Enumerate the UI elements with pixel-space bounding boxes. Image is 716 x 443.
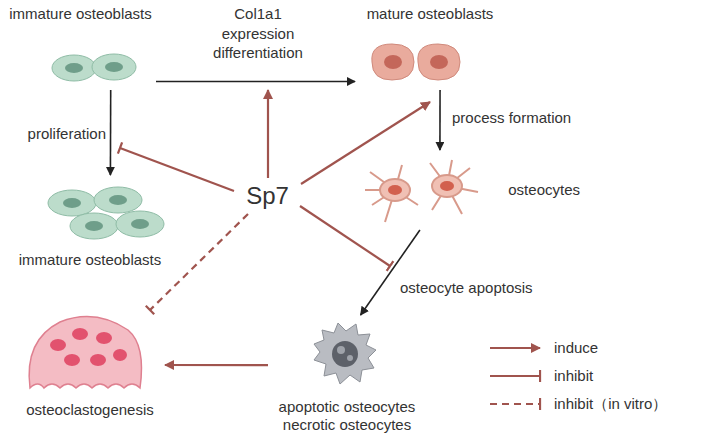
regulator-label: Sp7: [235, 178, 300, 214]
legend-line: [490, 347, 540, 349]
cell-label: osteoclastogenesis: [26, 401, 154, 420]
factor-name: Sp7: [246, 181, 289, 211]
induce-line: [267, 90, 269, 178]
apoptotic-osteocyte-cell: [332, 341, 358, 367]
edge-label: Col1a1 expression differentiation: [200, 4, 316, 63]
immature-osteoblast-cells: [52, 54, 136, 81]
legend-sample: [488, 394, 546, 414]
arrow-connector: [156, 81, 355, 83]
osteocyte-cells: [380, 179, 410, 201]
legend-text: inhibit: [554, 367, 593, 386]
proliferated-osteoblast-cells: [131, 219, 149, 229]
proliferated-osteoblast-cells: [116, 211, 164, 237]
cell-group: immature osteoblasts: [5, 5, 156, 90]
proliferated-osteoblast-cells: [109, 195, 127, 205]
cell-label: immature osteoblasts: [9, 5, 152, 24]
cell-group: apoptotic osteocytes necrotic osteocytes: [268, 315, 426, 435]
osteoclast-cell: [64, 354, 80, 366]
osteoclast-cell: [90, 354, 106, 366]
proliferated-osteoblast-cells: [48, 187, 164, 239]
mature-osteoblast-cells: [372, 44, 460, 80]
osteocyte-cells: [430, 160, 478, 214]
immature-osteoblast-cells: [52, 55, 96, 81]
proliferated-osteoblast-cells: [48, 190, 96, 216]
apoptotic-osteocyte-cell: [347, 355, 353, 361]
edge-label: osteocyte apoptosis: [398, 278, 562, 298]
mature-osteoblast-cells: [418, 44, 460, 80]
osteoclast-cell: [72, 328, 88, 340]
osteoclast-cell: [50, 339, 66, 351]
legend-row: inhibit（in vitro）: [488, 394, 667, 414]
osteoclast-cell: [113, 349, 127, 361]
immature-osteoblast-cells: [92, 54, 136, 80]
osteocyte-cells: [365, 160, 478, 222]
legend-line: [490, 375, 540, 377]
legend-text: induce: [554, 339, 598, 358]
edge-label: proliferation: [8, 124, 108, 144]
proliferated-osteoblast-cells: [94, 187, 142, 213]
edge-label: process formation: [450, 108, 594, 128]
proliferated-osteoblast-cells: [70, 213, 118, 239]
cell-group: osteocytes: [350, 150, 580, 230]
osteoclast-cell: [29, 317, 141, 388]
cell-label: apoptotic osteocytes necrotic osteocytes: [272, 398, 422, 436]
inhibit-line: [300, 206, 390, 266]
legend-line: [490, 403, 540, 405]
legend-sample: [488, 338, 546, 358]
arrow-connector: [439, 90, 441, 150]
arrow-connector: [361, 230, 420, 315]
osteoclast-cell: [96, 332, 112, 344]
legend-text: inhibit（in vitro）: [554, 395, 667, 414]
cell-group: immature osteoblasts: [5, 175, 175, 270]
proliferated-osteoblast-cells: [63, 198, 81, 208]
osteocyte-cells: [388, 185, 402, 195]
osteocyte-cells: [365, 165, 418, 222]
mature-osteoblast-cells: [430, 55, 448, 69]
osteocyte-cells: [432, 175, 462, 197]
arrow-connector: [110, 90, 112, 175]
cell-label: osteocytes: [508, 181, 580, 200]
proliferated-osteoblast-cells: [85, 221, 103, 231]
osteocyte-cells: [440, 181, 454, 191]
cell-label: mature osteoblasts: [367, 5, 494, 24]
apoptotic-osteocyte-cell: [314, 323, 376, 384]
cell-group: osteoclastogenesis: [15, 310, 165, 420]
legend-row: induce: [488, 338, 598, 358]
legend-sample: [488, 366, 546, 386]
cell-label: immature osteoblasts: [19, 251, 162, 270]
induce-line: [301, 102, 430, 184]
cell-group: mature osteoblasts: [355, 5, 505, 90]
osteoclast-cell: [29, 317, 141, 388]
mature-osteoblast-cells: [372, 44, 414, 80]
mature-osteoblast-cells: [384, 55, 402, 69]
apoptotic-osteocyte-cell: [314, 323, 376, 384]
immature-osteoblast-cells: [65, 63, 83, 73]
apoptotic-osteocyte-cell: [337, 346, 345, 354]
immature-osteoblast-cells: [105, 62, 123, 72]
sp7-regulation-lines: [120, 90, 430, 266]
inhibit-connector: [150, 214, 248, 310]
inhibit-line: [120, 148, 234, 191]
arrow-connector: [165, 364, 268, 366]
legend-row: inhibit: [488, 366, 593, 386]
